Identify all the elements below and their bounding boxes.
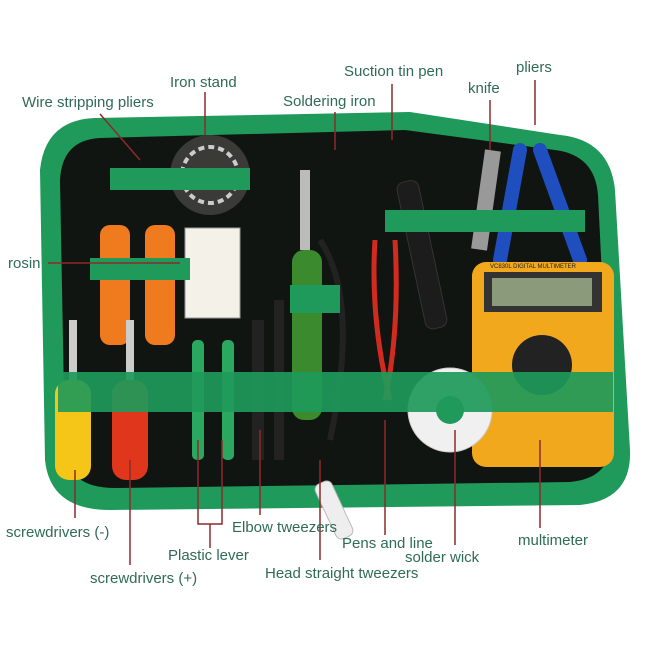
- label-plastic-lever: Plastic lever: [168, 547, 249, 564]
- rosin-icon: [184, 227, 241, 319]
- label-iron-stand: Iron stand: [170, 74, 237, 91]
- label-pliers: pliers: [516, 59, 552, 76]
- strap: [58, 372, 613, 412]
- label-rosin: rosin: [8, 255, 41, 272]
- wire-stripper-icon: [100, 225, 130, 345]
- label-soldering-iron: Soldering iron: [283, 93, 376, 110]
- label-multimeter: multimeter: [518, 532, 589, 549]
- zipper-pull: [314, 480, 354, 540]
- label-screwdrivers-flat: screwdrivers (-): [6, 524, 110, 541]
- label-knife: knife: [468, 80, 500, 97]
- label-suction-tin-pen: Suction tin pen: [344, 63, 444, 80]
- leader-lines: [48, 80, 541, 565]
- label-wire-stripping-pliers: Wire stripping pliers: [22, 94, 154, 111]
- label-head-straight-tweezers: Head straight tweezers: [265, 565, 419, 582]
- label-pens-and-line: Pens and line: [342, 535, 433, 552]
- multimeter-model-text: VC830L DIGITAL MULTIMETER: [490, 264, 577, 270]
- label-screwdrivers-phillips: screwdrivers (+): [90, 570, 198, 587]
- label-solder-wick: solder wick: [405, 549, 480, 566]
- label-elbow-tweezers: Elbow tweezers: [232, 519, 338, 536]
- pliers-icon: [493, 143, 587, 267]
